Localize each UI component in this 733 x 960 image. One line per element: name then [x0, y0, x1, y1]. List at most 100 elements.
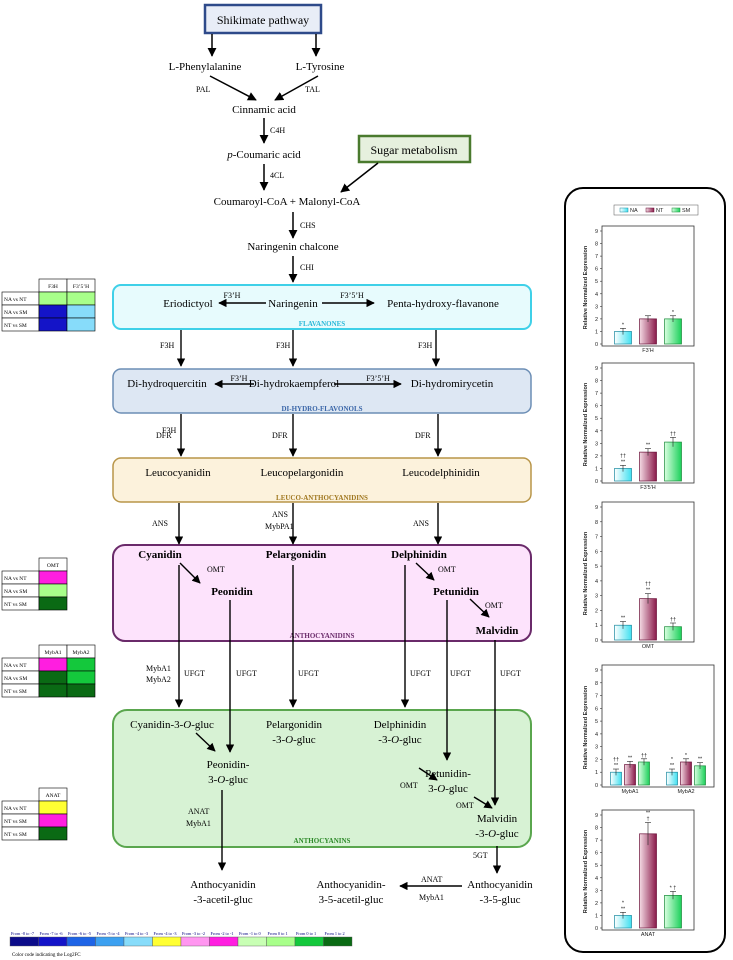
enzyme-ufgt-3: UFGT: [298, 669, 319, 678]
chart-frame: [601, 225, 695, 347]
legend-bin-label: From 0 to 1: [268, 931, 288, 936]
table-row-label: NA vs NT: [4, 576, 27, 582]
bar: [664, 895, 682, 929]
significance-label: ††: [613, 757, 619, 763]
table-color-cell: [38, 291, 68, 306]
bar: [638, 761, 650, 786]
y-tick-label: 7: [595, 254, 598, 260]
enzyme-f3h-0: F3H: [160, 341, 174, 350]
anthocyanidin-3-5-acetil-gluc: Anthocyanidin-3-5-acetil-gluc: [316, 879, 385, 906]
sugar-box: [357, 134, 472, 164]
di-hydroquercitin: Di-hydroquercitin: [127, 378, 207, 390]
enzyme-myba1-b: MybA1: [186, 819, 211, 828]
y-tick-label: 9: [595, 505, 598, 511]
enzyme-ufgt-5: UFGT: [450, 669, 471, 678]
table-header-label: OMT: [47, 563, 60, 569]
petunidin: Petunidin: [433, 586, 479, 598]
shikimate-label: Shikimate pathway: [217, 13, 309, 27]
y-tick-label: 7: [595, 694, 598, 700]
significance-label: *: [685, 753, 688, 759]
bar: [639, 451, 657, 482]
legend-bin-label: From -5 to -4: [97, 931, 121, 936]
y-tick-label: 1: [595, 623, 598, 629]
legend-bin-label: From -7 to -6: [40, 931, 64, 936]
significance-label: ††: [641, 753, 647, 759]
malvidin-3-o-gluc: Malvidin-3-O-gluc: [475, 813, 519, 840]
y-tick-label: 5: [595, 564, 598, 570]
table-color-cell: [38, 813, 68, 828]
y-tick-label: 6: [595, 549, 598, 555]
y-tick-label: 0: [595, 638, 598, 644]
cinnamic-acid: Cinnamic acid: [232, 104, 296, 116]
y-tick-label: 8: [595, 242, 598, 248]
pelargonidin: Pelargonidin: [266, 549, 327, 561]
legend-bin-label: From -3 to -2: [182, 931, 205, 936]
l-tyrosine: L-Tyrosine: [296, 61, 345, 73]
y-tick-label: 3: [595, 745, 598, 751]
significance-label: *: [672, 310, 675, 316]
significance-label: *: [622, 900, 625, 906]
y-tick-label: 1: [595, 329, 598, 335]
enzyme-ans-2: ANS: [272, 510, 288, 519]
y-tick-label: 1: [595, 770, 598, 776]
anthocyanidin-3-acetil-gluc: Anthocyanidin-3-acetil-gluc: [190, 879, 256, 906]
chart-frame: [601, 501, 695, 643]
leucocyanidin: Leucocyanidin: [145, 467, 211, 479]
legend-bin-label: From 1 to 2: [325, 931, 345, 936]
chart-legend-swatch: [645, 207, 655, 213]
y-tick-label: 9: [595, 813, 598, 819]
legend-swatch: [9, 936, 39, 947]
y-tick-label: 3: [595, 304, 598, 310]
enzyme-f3h-prime-b: F3’H: [231, 374, 248, 383]
eriodictyol: Eriodictyol: [163, 298, 213, 310]
y-tick-label: 5: [595, 719, 598, 725]
penta-hydroxy-flavanone: Penta-hydroxy-flavanone: [387, 298, 499, 310]
y-tick-label: 4: [595, 732, 598, 738]
significance-label: **: [670, 763, 675, 769]
legend-bin-label: From -8 to -7: [11, 931, 35, 936]
enzyme-ufgt-2: UFGT: [236, 669, 257, 678]
x-axis-label: OMT: [642, 644, 655, 650]
significance-label: **: [614, 763, 619, 769]
legend-swatch: [237, 936, 267, 947]
enzyme-4cl: 4CL: [270, 171, 284, 180]
legend-swatch: [294, 936, 324, 947]
dihydroflavonols-title: DI-HYDRO-FLAVONOLS: [281, 405, 362, 413]
table-color-cell: [38, 583, 68, 598]
table-color-cell: [66, 291, 96, 306]
legend-swatch: [123, 936, 153, 947]
y-tick-label: 2: [595, 317, 598, 323]
leucopelargonidin: Leucopelargonidin: [261, 467, 344, 479]
table-row-label: NA vs SM: [4, 589, 27, 595]
y-tick-label: 5: [595, 279, 598, 285]
bar: [680, 761, 692, 786]
table-color-cell: [38, 826, 68, 841]
table-color-cell: [38, 800, 68, 815]
legend-bin-label: From -4 to -3: [154, 931, 177, 936]
enzyme-omt-b: OMT: [438, 565, 456, 574]
table-header-label: F3’5’H: [73, 284, 89, 290]
significance-label: ††: [670, 431, 676, 437]
y-tick-label: 6: [595, 404, 598, 410]
enzyme-myba1-a: MybA1: [146, 664, 171, 673]
chart-legend-label: SM: [682, 208, 691, 214]
y-axis-label: Relative Normalized Expression: [583, 829, 589, 913]
delphinidin-3-o-gluc: Delphinidin-3-O-gluc: [374, 719, 427, 746]
legend-bin-label: From -4 to -3: [125, 931, 148, 936]
y-axis-label: Relative Normalized Expression: [583, 382, 589, 466]
enzyme-anat-b: ANAT: [421, 875, 442, 884]
significance-label: **: [646, 588, 651, 594]
enzyme-omt-a: OMT: [207, 565, 225, 574]
legend-swatch: [152, 936, 182, 947]
chart-frame: [601, 664, 715, 788]
bar: [639, 833, 657, 929]
y-tick-label: 1: [595, 913, 598, 919]
enzyme-mybpa1: MybPA1: [265, 522, 294, 531]
y-tick-label: 7: [595, 838, 598, 844]
table-row-label: NA vs NT: [4, 806, 27, 812]
y-tick-label: 4: [595, 292, 598, 298]
